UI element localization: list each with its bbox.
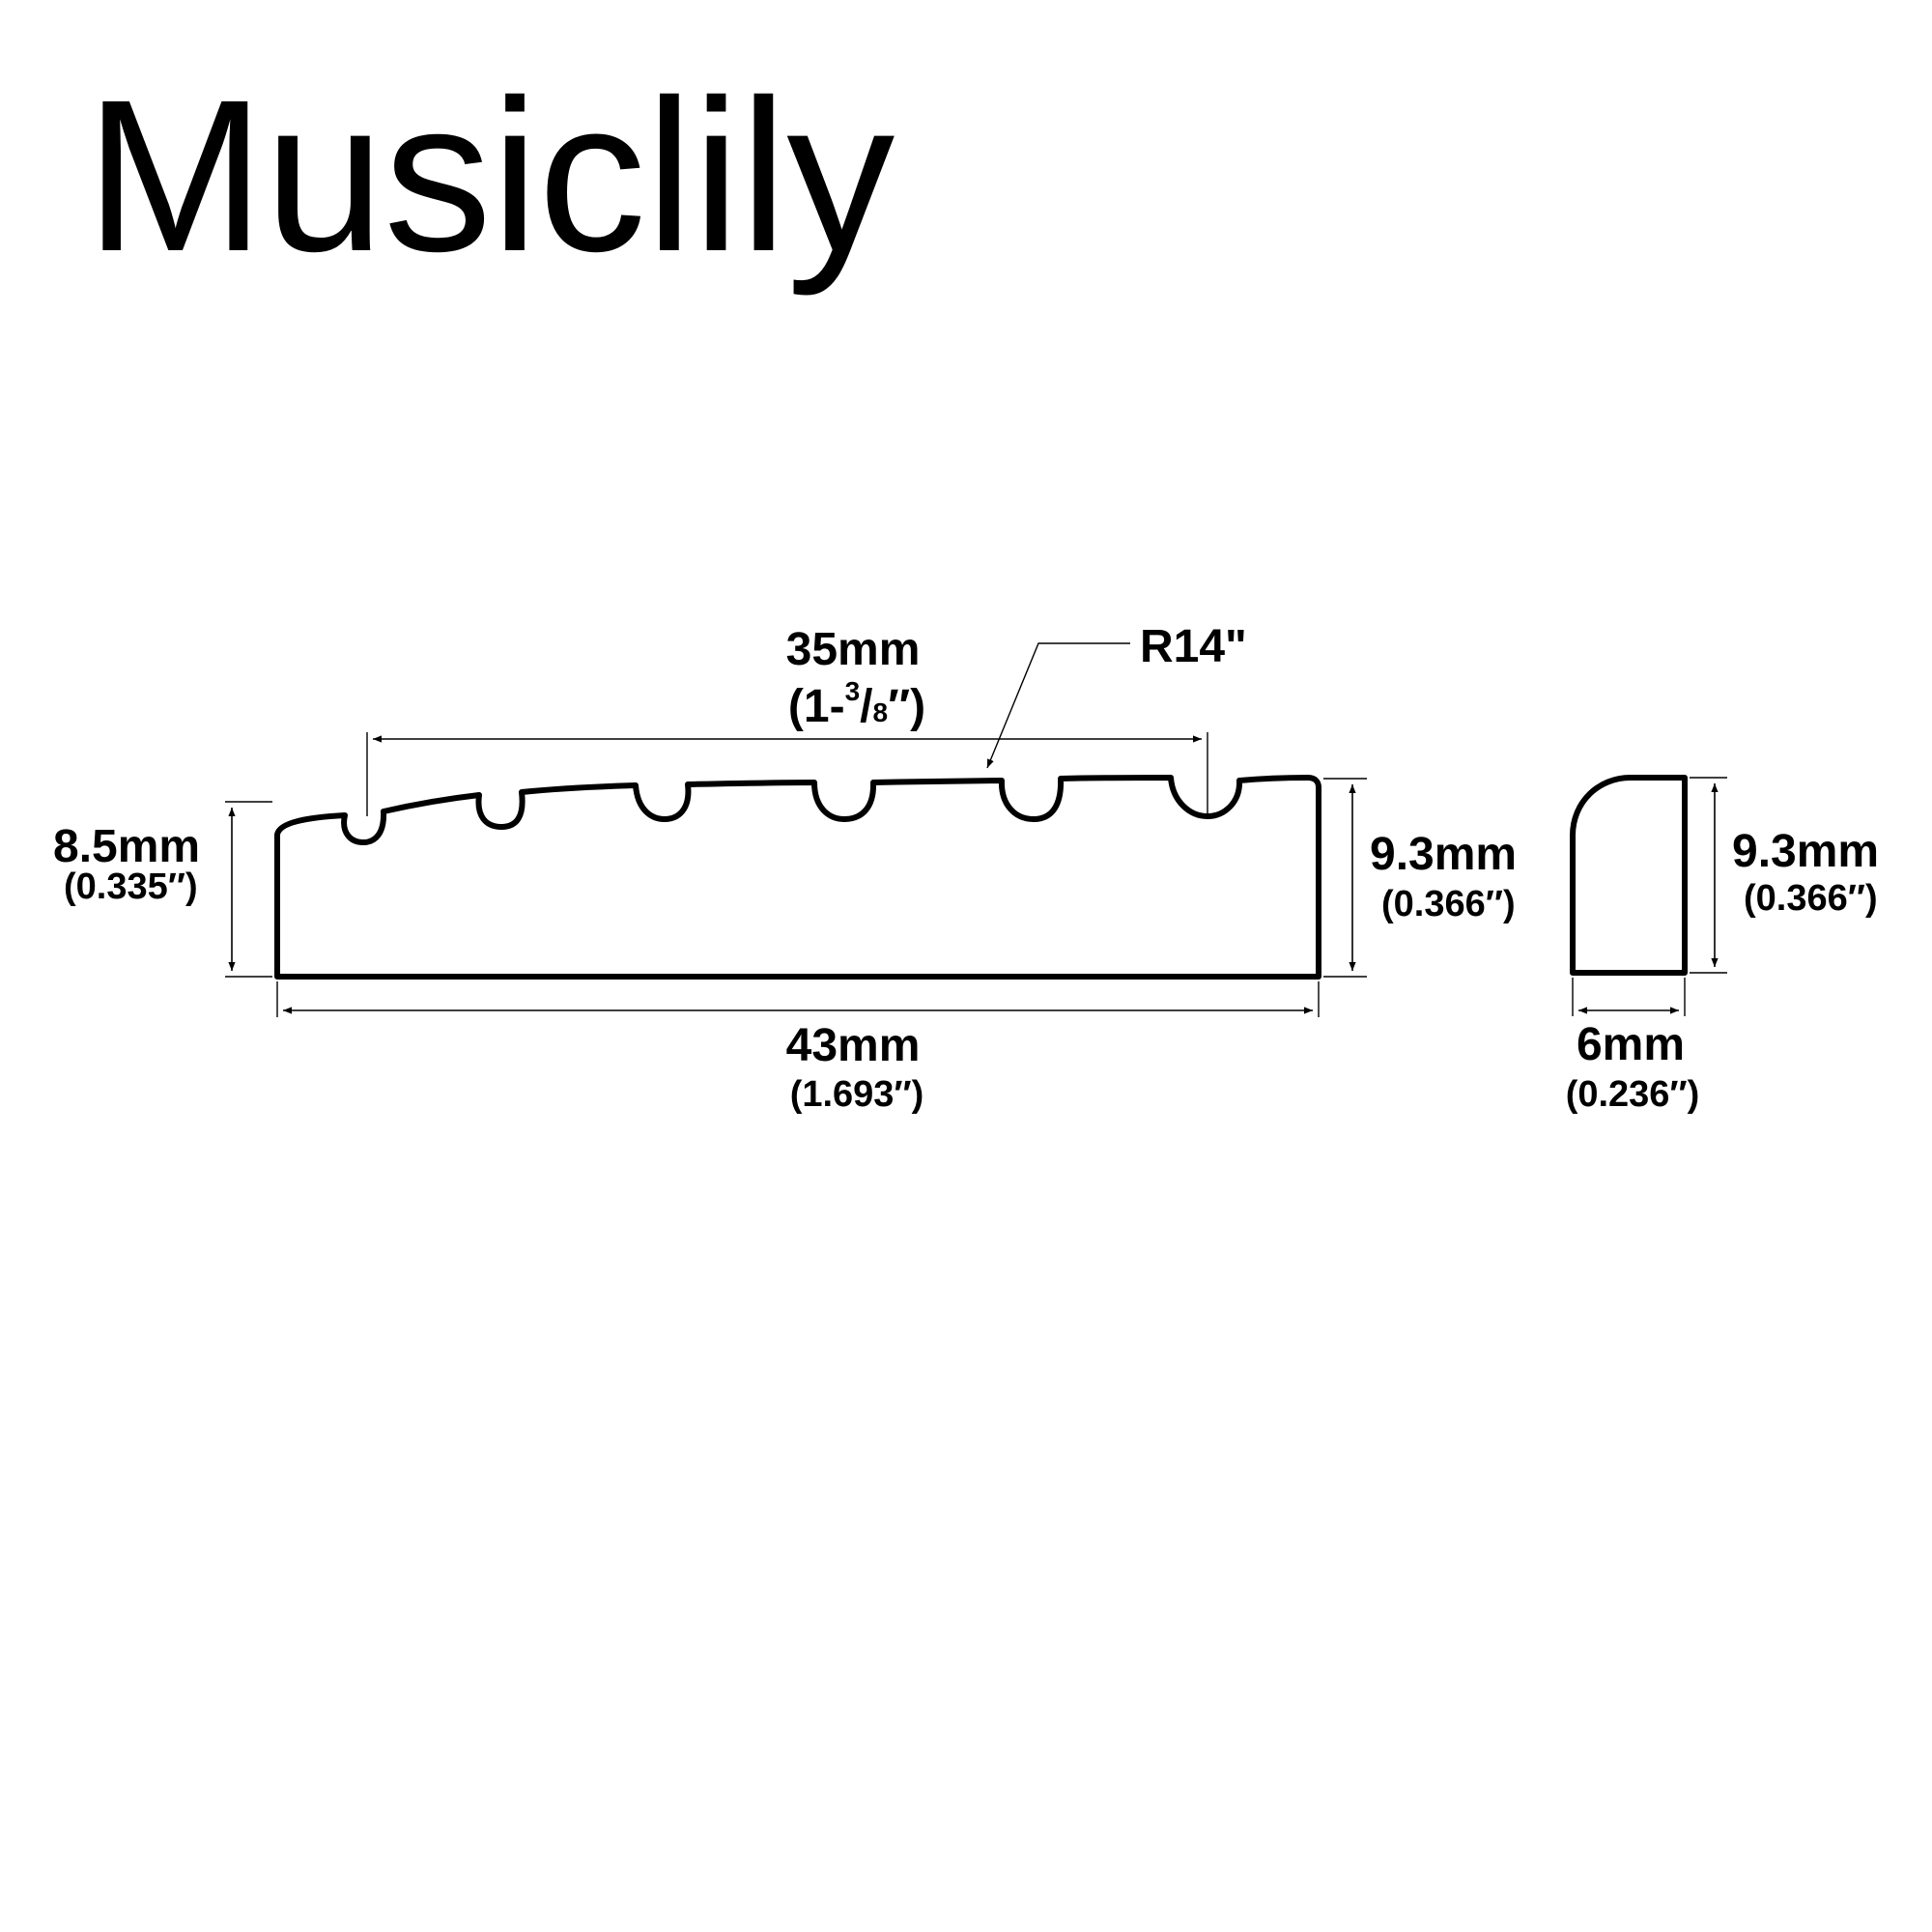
side-width-inch-label: (0.236″) <box>1566 1074 1700 1115</box>
radius-label: R14" <box>1140 621 1247 672</box>
left-height-inch-label: (0.335″) <box>64 867 198 907</box>
width-inch-label: (1.693″) <box>790 1074 924 1115</box>
right-height-inch-label: (0.366″) <box>1381 884 1516 924</box>
nut-side-outline <box>1570 775 1688 976</box>
side-height-mm-label: 9.3mm <box>1732 826 1879 877</box>
side-height-inch-label: (0.366″) <box>1744 878 1878 919</box>
width-mm-label: 43mm <box>786 1020 921 1071</box>
spread-inch-label: (1-3/8″) <box>788 676 925 732</box>
nut-front-outline <box>274 775 1321 980</box>
brand-title: Musiclily <box>85 55 895 297</box>
radius-leader <box>986 642 1130 769</box>
spread-mm-label: 35mm <box>786 624 921 675</box>
right-height-mm-label: 9.3mm <box>1370 829 1517 880</box>
left-height-mm-label: 8.5mm <box>53 821 200 872</box>
side-width-mm-label: 6mm <box>1577 1019 1685 1070</box>
